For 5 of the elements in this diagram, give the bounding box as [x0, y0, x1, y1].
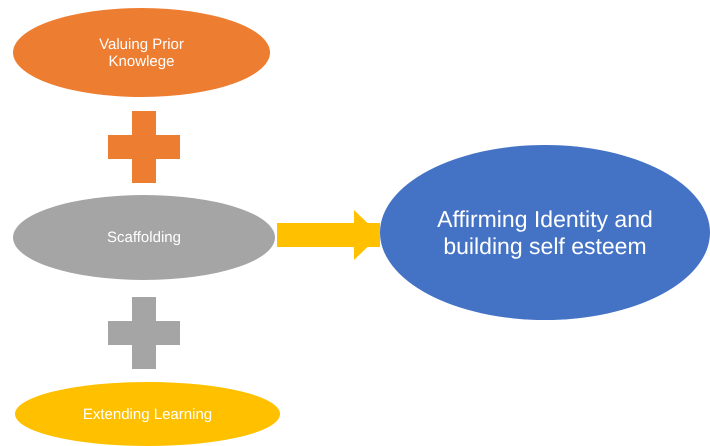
- ellipse-node: Extending Learning: [15, 382, 280, 446]
- ellipse-node: Affirming Identity and building self esteem: [380, 145, 710, 320]
- ellipse-node: Valuing Prior Knowlege: [13, 8, 270, 97]
- block-arrow: [277, 210, 380, 260]
- ellipse-node: Scaffolding: [13, 195, 275, 280]
